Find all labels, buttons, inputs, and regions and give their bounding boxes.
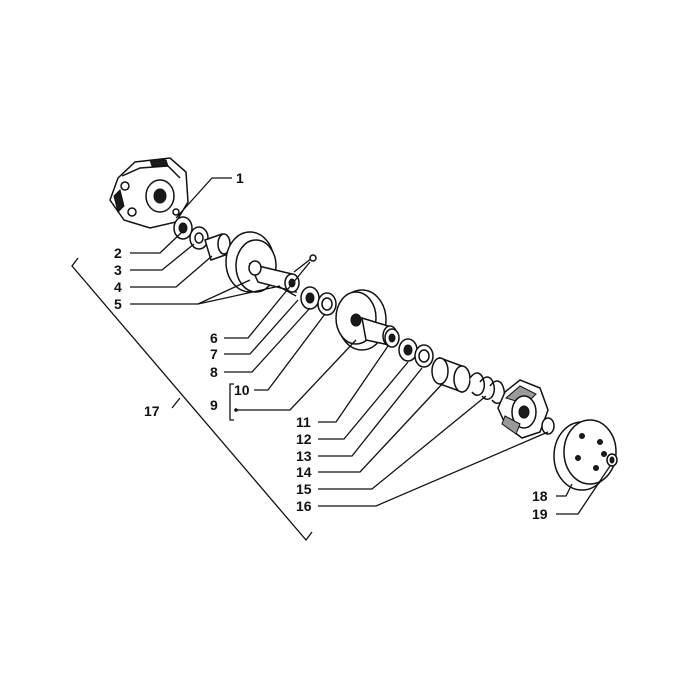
callout-16: 16: [296, 498, 312, 514]
callout-4: 4: [114, 279, 122, 295]
assembly-bracket-17: [71, 257, 313, 542]
crankcase-housing: [109, 157, 189, 229]
part-11-13-spacers: [384, 328, 434, 368]
callout-3: 3: [114, 262, 122, 278]
part-3-washer: [189, 226, 209, 250]
callout-15: 15: [296, 481, 312, 497]
part-10-ring: [317, 292, 337, 316]
callout-19: 19: [532, 506, 548, 522]
leader-lines: [130, 177, 611, 515]
callout-6: 6: [210, 330, 218, 346]
part-15-spring: [469, 372, 506, 404]
callout-17: 17: [144, 403, 160, 419]
callout-12: 12: [296, 431, 312, 447]
callout-10: 10: [234, 382, 250, 398]
callout-7: 7: [210, 346, 218, 362]
callout-9: 9: [210, 397, 218, 413]
callout-1: 1: [236, 170, 244, 186]
part-14-sleeve: [431, 356, 471, 394]
callout-14: 14: [296, 464, 312, 480]
callout-13: 13: [296, 448, 312, 464]
callout-8: 8: [210, 364, 218, 380]
callout-11: 11: [296, 414, 311, 430]
callout-labels: 1 2 3 4 5 6 7 8 9 10 11 12 13 14 15 16 1…: [114, 170, 548, 522]
callout-5: 5: [114, 296, 122, 312]
part-16-clutch: [497, 379, 555, 439]
callout-18: 18: [532, 488, 548, 504]
callout-2: 2: [114, 245, 122, 261]
parts-drawing: [109, 157, 618, 491]
part-5-half-pulley: [225, 231, 300, 294]
part-19-nut: [606, 453, 618, 467]
part-18-clutch-bell: [553, 419, 617, 491]
part-8-bearing: [300, 286, 320, 310]
part-2-bearing: [173, 216, 193, 240]
